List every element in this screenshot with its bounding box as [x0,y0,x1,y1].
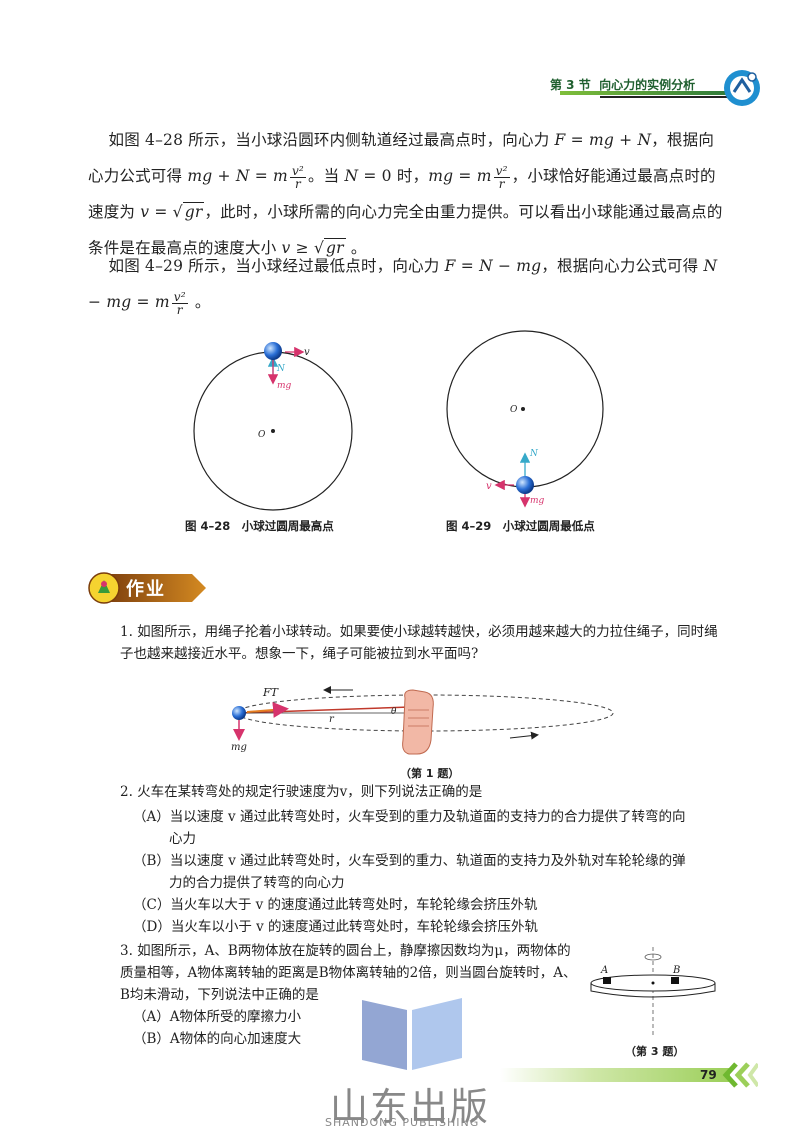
turntable-side [590,983,716,998]
question-3-option-b: （B）A物体的向心加速度大 [133,1031,302,1047]
paragraph-lowest-point: 如图 4–29 所示，当小球经过最低点时，向心力 F = N − mg，根据向心… [88,257,718,317]
header-rule [560,91,728,95]
label-N: N [276,364,286,374]
figure-4-29-caption: 图 4–29 小球过圆周最低点 [446,519,595,533]
question-2-option-c: （C）当火车以大于 v 的速度通过此转弯处时，车轮轮缘会挤压外轨 [133,897,538,913]
homework-banner [88,572,206,604]
block-a [603,977,611,984]
center-point [651,981,655,985]
label-theta: θ [391,707,397,717]
ball [264,342,282,360]
section-number: 第 3 节 [550,78,591,92]
label-O: O [258,430,266,440]
footer-arrows-icon [722,1062,758,1088]
question-1-figure: FT r θ mg [231,686,614,755]
block-b [671,977,679,984]
sqrt-gr: gr [182,202,205,221]
center-point [271,429,275,433]
rotation-arrow-bottom [509,731,539,740]
paragraph-highest-point: 如图 4–28 所示，当小球沿圆环内侧轨道经过最高点时，向心力 F = mg +… [88,131,723,257]
label-v: v [304,347,310,358]
question-2: 2. 火车在某转弯处的规定行驶速度为v，则下列说法正确的是 [120,784,483,800]
label-mg: mg [277,381,292,391]
question-2-option-d: （D）当火车以小于 v 的速度通过此转弯处时，车轮轮缘会挤压外轨 [133,919,539,935]
rotation-indicator-icon [644,953,662,961]
label-v: v [486,481,492,492]
tension-arrow [246,701,289,718]
question-3-option-a: （A）A物体所受的摩擦力小 [133,1009,301,1025]
question-3-figure: A B [590,947,716,1037]
ball [516,476,534,494]
label-FT: FT [262,686,280,699]
question-3-caption: （第 3 题） [625,1045,685,1058]
sqrt-gr-2: gr [324,238,346,257]
label-r: r [329,714,335,725]
question-1-caption: （第 1 题） [400,767,460,780]
header-section-title: 第 3 节 向心力的实例分析 [550,76,695,93]
figure-4-29: v N mg O [446,330,604,508]
question-1: 1. 如图所示，用绳子抡着小球转动。如果要使小球越转越快，必须用越来越大的力拉住… [120,624,718,662]
question-3: 3. 如图所示，A、B两物体放在旋转的圆台上，静摩擦因数均为μ，两物体的质量相等… [120,943,577,1003]
figure-4-28-caption: 图 4–28 小球过圆周最高点 [185,519,334,533]
label-B: B [672,965,680,976]
ball [232,706,246,720]
header-rule-dark [600,96,728,98]
label-A: A [600,965,608,976]
label-O: O [510,405,518,415]
page-number: 79 [700,1068,717,1082]
figure-4-28: v N mg O [193,342,353,511]
homework-title: 作业 [126,579,166,600]
question-2-option-a: （A）当以速度 v 通过此转弯处时，火车受到的重力及轨道面的支持力的合力提供了转… [133,809,686,847]
label-N: N [529,449,539,459]
footer-bar [500,1068,730,1082]
hand-icon [402,689,434,755]
rope [238,706,411,714]
label-mg: mg [530,496,545,506]
chapter-logo-icon [724,70,760,106]
publisher-name-en: SHANDONG PUBLISHING [325,1116,480,1129]
question-2-option-b: （B）当以速度 v 通过此转弯处时，火车受到的重力、轨道面的支持力及外轨对车轮轮… [133,853,686,891]
publisher-name-cn: 山东出版 [330,1085,491,1129]
label-mg: mg [231,742,247,753]
center-point [521,407,525,411]
section-title: 向心力的实例分析 [599,78,696,92]
publisher-book-icon [362,998,462,1070]
